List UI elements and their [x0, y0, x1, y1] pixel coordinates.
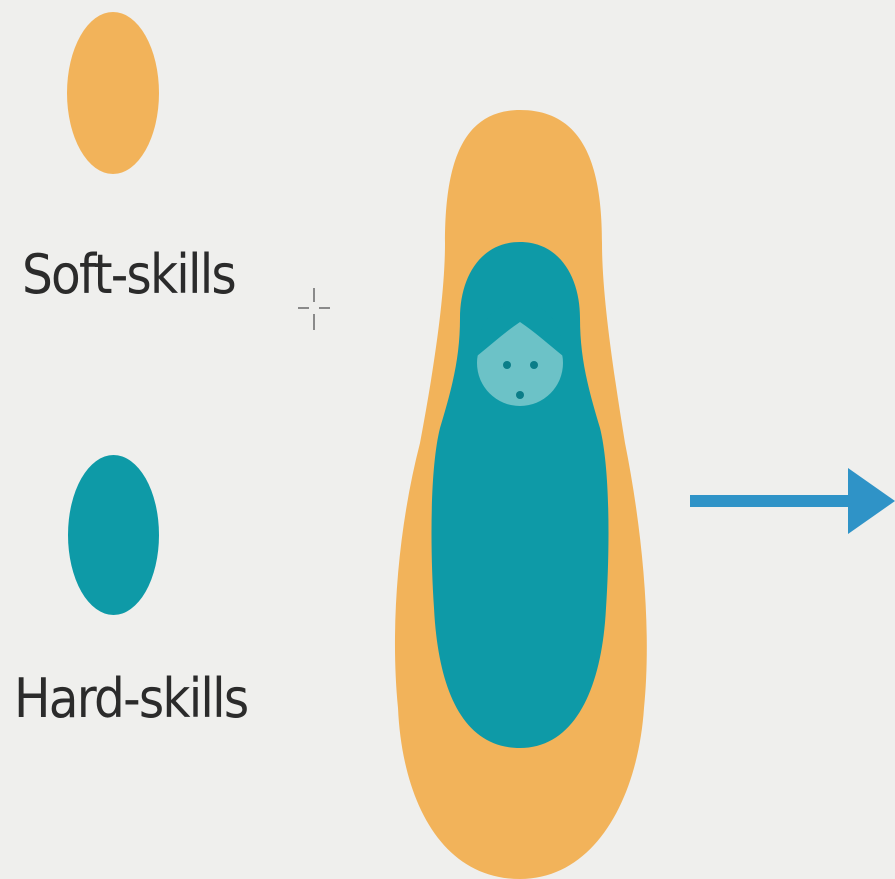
right-arrow-icon	[690, 462, 895, 542]
hard-skills-dot	[68, 455, 159, 615]
matryoshka-doll-icon	[380, 108, 670, 879]
doll-mouth	[516, 391, 524, 399]
doll-left-eye	[503, 361, 511, 369]
arrow-shaft	[690, 495, 852, 507]
doll-right-eye	[530, 361, 538, 369]
soft-skills-dot	[67, 12, 159, 174]
crosshair-cursor-icon	[296, 286, 332, 332]
soft-skills-label: Soft-skills	[22, 248, 235, 302]
hard-skills-label: Hard-skills	[14, 672, 247, 726]
arrow-head	[848, 468, 895, 534]
